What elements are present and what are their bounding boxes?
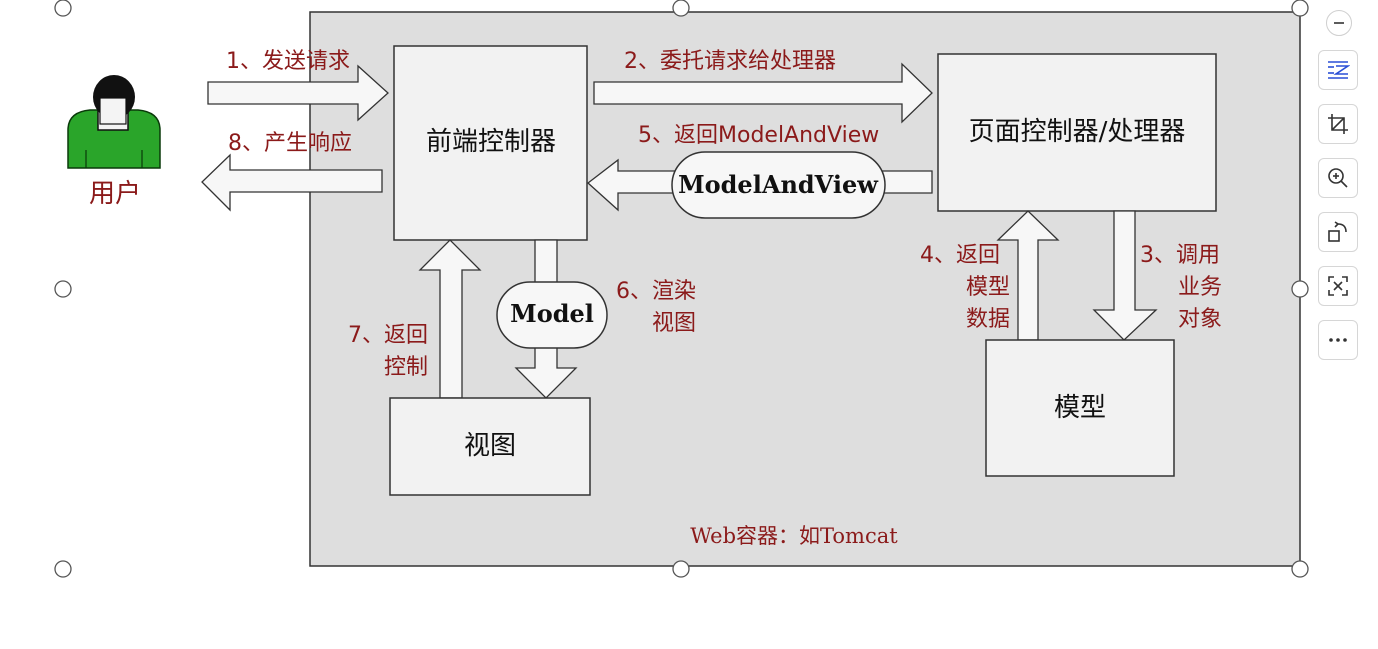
selection-handles[interactable] (54, 0, 1309, 578)
rotate-icon (1328, 221, 1347, 242)
zoom-in-button[interactable] (1318, 158, 1358, 198)
more-icon (1329, 338, 1347, 342)
rotate-button[interactable] (1318, 212, 1358, 252)
text-extract-icon (1328, 276, 1348, 296)
resize-handle-top-left[interactable] (54, 0, 72, 17)
step-3-line1: 3、调用 (1140, 243, 1220, 268)
step-8-label: 8、产生响应 (228, 131, 352, 156)
arrow-invoke-business (1092, 210, 1158, 341)
step-6-line2: 视图 (652, 311, 696, 336)
step-3-line3: 对象 (1178, 307, 1222, 332)
step-4-line1: 4、返回 (920, 243, 1000, 268)
arrow-send-request (207, 64, 389, 122)
pill-model-label: Model (510, 299, 594, 328)
pill-mav-label: ModelAndView (678, 170, 879, 199)
text-wrap-button[interactable] (1318, 50, 1358, 90)
step-1-label: 1、发送请求 (226, 49, 350, 74)
minus-icon (1334, 22, 1344, 24)
step-7-line2: 控制 (384, 355, 428, 380)
arrow-response (201, 153, 383, 212)
step-4-line2: 模型 (966, 275, 1010, 300)
model-label: 模型 (1054, 393, 1106, 423)
user-label: 用户 (89, 179, 141, 209)
text-wrap-icon (1328, 61, 1350, 79)
step-3-line2: 业务 (1178, 275, 1222, 300)
resize-handle-bottom[interactable] (672, 560, 690, 578)
arrow-delegate (593, 62, 933, 124)
user-icon (67, 75, 161, 169)
collapse-button[interactable] (1326, 10, 1352, 36)
more-button[interactable] (1318, 320, 1358, 360)
front-controller-box (393, 45, 588, 241)
front-controller-label: 前端控制器 (426, 127, 556, 157)
view-box (389, 397, 591, 496)
resize-handle-bottom-right[interactable] (1291, 560, 1309, 578)
step-7-line1: 7、返回 (348, 323, 428, 348)
resize-handle-top-right[interactable] (1291, 0, 1309, 17)
resize-handle-bottom-left[interactable] (54, 560, 72, 578)
arrow-return-model (996, 210, 1060, 341)
view-label: 视图 (464, 431, 516, 461)
pill-model-shape (496, 281, 608, 349)
text-extract-button[interactable] (1318, 266, 1358, 306)
step-5-label: 5、返回ModelAndView (638, 123, 879, 148)
page-controller-label: 页面控制器/处理器 (969, 117, 1186, 147)
step-4-line3: 数据 (966, 307, 1010, 332)
resize-handle-right[interactable] (1291, 280, 1309, 298)
step-6-line1: 6、渲染 (616, 279, 696, 304)
model-box (985, 339, 1175, 477)
page-controller-box (937, 53, 1217, 212)
step-2-label: 2、委托请求给处理器 (624, 49, 836, 74)
resize-handle-left[interactable] (54, 280, 72, 298)
resize-handle-top[interactable] (672, 0, 690, 17)
zoom-in-icon (1328, 168, 1348, 188)
container-label: Web容器：如Tomcat (690, 524, 898, 548)
pill-mav-shape (671, 151, 886, 219)
crop-button[interactable] (1318, 104, 1358, 144)
crop-icon (1328, 114, 1348, 134)
arrow-return-control (418, 239, 482, 399)
